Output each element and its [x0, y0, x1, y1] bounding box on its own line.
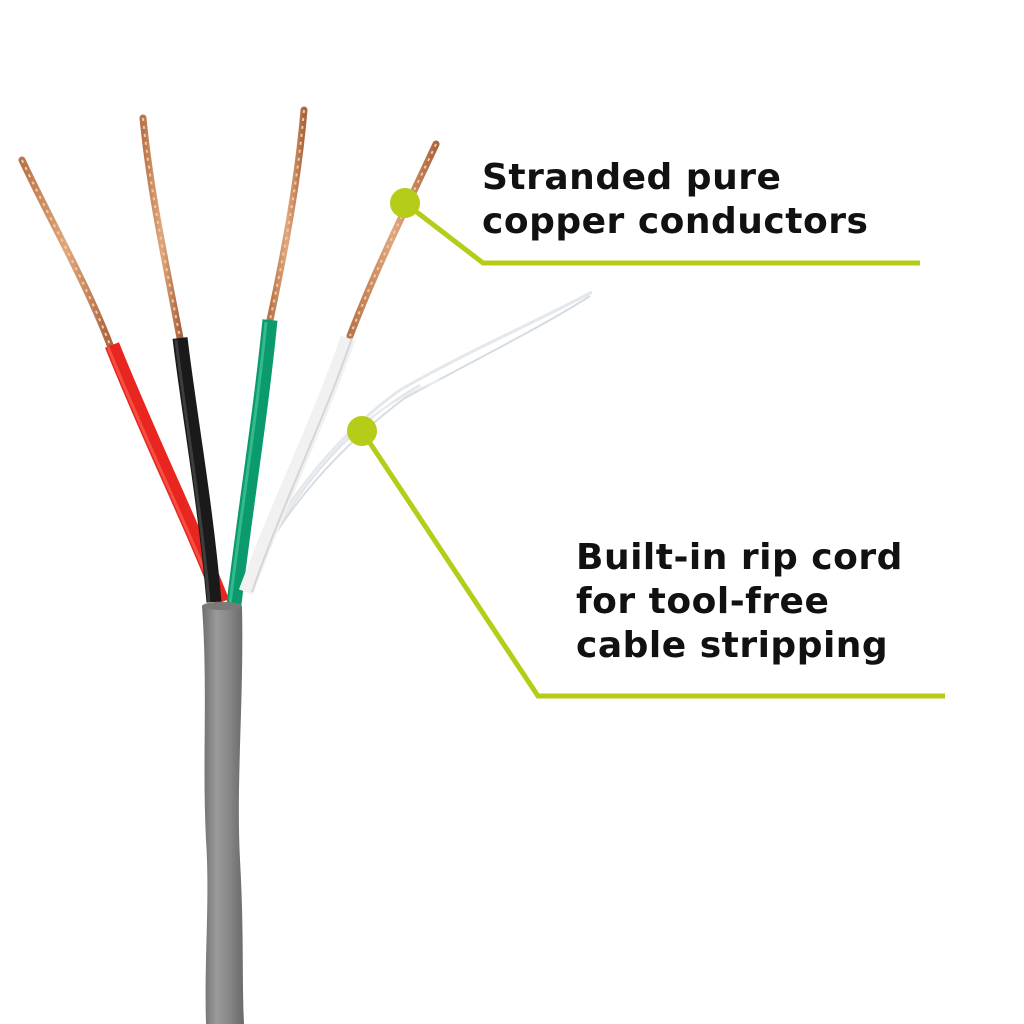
callout-copper-conductors: Stranded pure copper conductors: [482, 156, 868, 244]
wire-white: [238, 335, 356, 595]
cable-jacket: [202, 602, 244, 1024]
copper-strand-red: [18, 156, 114, 349]
callout-2-line-1: Built-in rip cord: [576, 537, 903, 578]
rip-cord: [241, 290, 593, 593]
callout-lines: [347, 188, 945, 699]
copper-conductors: [18, 106, 440, 349]
wire-black: [172, 337, 222, 603]
callout-2-line-3: cable stripping: [576, 625, 889, 666]
callout-dot-2: [347, 416, 377, 446]
callout-line-1: [403, 201, 920, 266]
copper-strand-black: [139, 114, 184, 342]
copper-strand-white: [346, 140, 440, 340]
callout-dot-1: [390, 188, 420, 218]
callout-2-line-2: for tool-free: [576, 581, 830, 622]
insulated-wires: [105, 319, 356, 605]
callout-1-line-1: Stranded pure: [482, 157, 782, 198]
wire-green: [226, 319, 278, 605]
callout-1-line-2: copper conductors: [482, 201, 869, 242]
callout-line-2: [359, 429, 945, 699]
copper-strand-green: [266, 106, 308, 324]
callout-rip-cord: Built-in rip cord for tool-free cable st…: [576, 536, 903, 668]
